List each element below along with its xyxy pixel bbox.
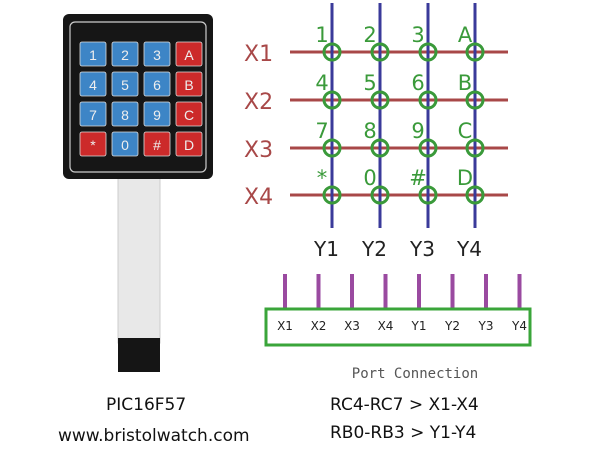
pin-label: X1 xyxy=(277,319,293,333)
keypad-key xyxy=(111,41,139,67)
keypad-key-label: 3 xyxy=(153,47,161,63)
col-label: Y1 xyxy=(313,237,339,261)
keypad-key xyxy=(79,41,107,67)
pin-label: Y1 xyxy=(411,319,427,333)
col-label: Y4 xyxy=(456,237,482,261)
keypad-key xyxy=(79,101,107,127)
keypad-key-label: 4 xyxy=(89,77,97,93)
matrix-key-label: 5 xyxy=(363,71,376,95)
matrix-key-label: 1 xyxy=(315,23,328,47)
switch-node xyxy=(465,138,485,158)
switch-node xyxy=(465,185,485,205)
port-connection-title: Port Connection xyxy=(352,366,478,382)
keypad-key-label: 5 xyxy=(121,77,129,93)
pin-label: X2 xyxy=(311,319,327,333)
keypad-key xyxy=(175,131,203,157)
col-label: Y2 xyxy=(361,237,387,261)
matrix-key-label: 7 xyxy=(315,119,328,143)
row-label: X3 xyxy=(244,138,273,163)
ribbon-cable xyxy=(117,177,161,344)
keypad-key-label: 6 xyxy=(153,77,161,93)
row-label: X2 xyxy=(244,90,273,115)
switch-node xyxy=(370,185,390,205)
switch-node xyxy=(418,42,438,62)
keypad-key-label: 8 xyxy=(121,107,129,123)
matrix-key-label: A xyxy=(458,23,473,47)
switch-node xyxy=(370,90,390,110)
keypad-key-label: 1 xyxy=(89,47,97,63)
keypad-key-label: 0 xyxy=(121,137,129,153)
switch-node xyxy=(418,138,438,158)
keypad-key-label: C xyxy=(184,107,194,123)
matrix-key-label: 4 xyxy=(315,71,328,95)
cols-mapping: RB0-RB3 > Y1-Y4 xyxy=(330,423,477,443)
col-label: Y3 xyxy=(409,237,435,261)
keypad-key-label: # xyxy=(153,137,161,153)
keypad-key xyxy=(79,71,107,97)
row-label: X1 xyxy=(244,42,273,67)
matrix-key-label: # xyxy=(409,166,427,190)
keypad-key-label: B xyxy=(184,77,193,93)
pin-label: X4 xyxy=(378,319,394,333)
pin-label: X3 xyxy=(344,319,360,333)
matrix-key-label: D xyxy=(457,166,473,190)
matrix-key-label: 2 xyxy=(363,23,376,47)
matrix-key-label: 0 xyxy=(363,166,376,190)
keypad-key-label: D xyxy=(184,137,194,153)
matrix-key-label: C xyxy=(458,119,473,143)
ribbon-connector xyxy=(118,338,160,372)
keypad-key-label: A xyxy=(184,47,194,63)
keypad-key-label: 7 xyxy=(89,107,97,123)
keypad-key xyxy=(79,131,107,157)
keypad-key xyxy=(111,101,139,127)
pin-label: Y3 xyxy=(478,319,494,333)
keypad-key xyxy=(111,131,139,157)
keypad-key xyxy=(175,41,203,67)
matrix-key-label: * xyxy=(317,166,328,190)
keypad-key-label: 2 xyxy=(121,47,129,63)
keypad-key xyxy=(143,101,171,127)
keypad-key xyxy=(175,71,203,97)
switch-node xyxy=(418,185,438,205)
keypad-border xyxy=(69,21,207,173)
connector-box xyxy=(264,307,532,347)
switch-node xyxy=(322,42,342,62)
matrix-key-label: 6 xyxy=(411,71,424,95)
website-caption: www.bristolwatch.com xyxy=(58,426,250,446)
pin-label: Y4 xyxy=(511,319,527,333)
switch-node xyxy=(322,138,342,158)
matrix-key-label: 9 xyxy=(411,119,424,143)
matrix-key-label: B xyxy=(458,71,472,95)
switch-node xyxy=(370,138,390,158)
keypad-photo: 1 2 3 A 4 5 6 B 7 8 9 C * 0 # D xyxy=(63,14,213,372)
row-label: X4 xyxy=(244,185,273,210)
matrix-key-label: 3 xyxy=(411,23,424,47)
keypad-key xyxy=(143,41,171,67)
rows-mapping: RC4-RC7 > X1-X4 xyxy=(330,395,479,415)
switch-node xyxy=(465,42,485,62)
keypad-key xyxy=(143,71,171,97)
matrix-key-label: 8 xyxy=(363,119,376,143)
pin-label: Y2 xyxy=(444,319,460,333)
keypad-key-label: 9 xyxy=(153,107,161,123)
keypad-key xyxy=(111,71,139,97)
switch-node xyxy=(322,90,342,110)
switch-node xyxy=(465,90,485,110)
switch-node xyxy=(322,185,342,205)
switch-node xyxy=(418,90,438,110)
keypad-key xyxy=(143,131,171,157)
switch-node xyxy=(370,42,390,62)
chip-caption: PIC16F57 xyxy=(106,395,187,415)
keypad-key-label: * xyxy=(90,137,96,153)
keypad-key xyxy=(175,101,203,127)
